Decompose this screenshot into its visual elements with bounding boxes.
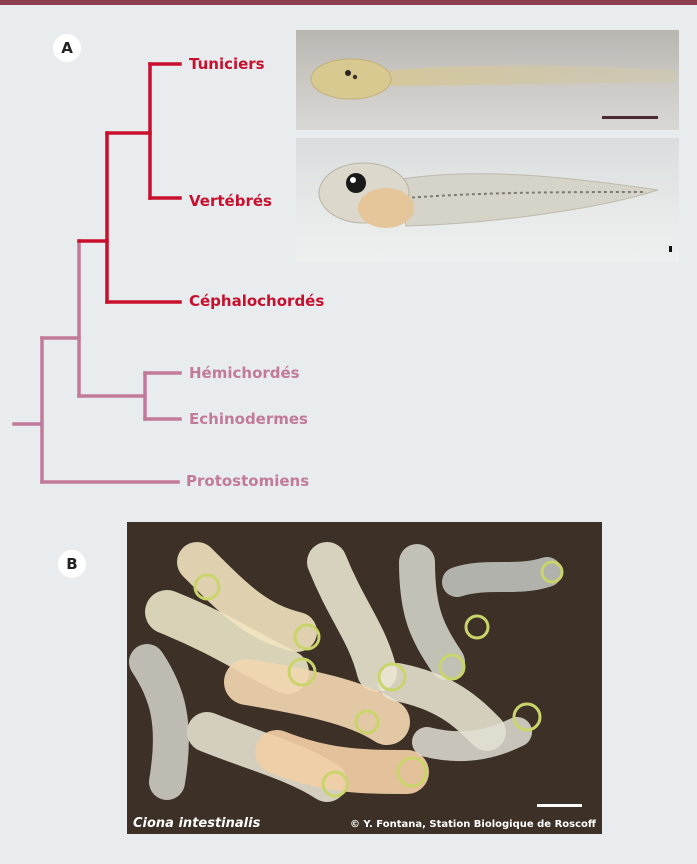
ciona-photo: Ciona intestinalis © Y. Fontana, Station…: [127, 522, 602, 834]
tadpole-image: [296, 138, 679, 262]
taxon-protostomiens: Protostomiens: [186, 472, 309, 490]
taxon-echinodermes: Echinodermes: [189, 410, 308, 428]
taxon-tuniciers: Tuniciers: [189, 55, 265, 73]
tunicate-larva-image: [296, 30, 679, 130]
ciona-scale-bar: [537, 804, 582, 807]
ciona-image: [127, 522, 602, 834]
taxon-vertebres: Vertébrés: [189, 192, 272, 210]
taxon-cephalochordes: Céphalochordés: [189, 292, 324, 310]
tadpole-photo: [296, 138, 679, 262]
tadpole-scale-bar: [669, 246, 672, 252]
photo-credit: © Y. Fontana, Station Biologique de Rosc…: [350, 819, 596, 830]
taxon-hemichordes: Hémichordés: [189, 364, 300, 382]
larva-scale-bar: [602, 116, 658, 119]
species-caption: Ciona intestinalis: [133, 816, 260, 831]
tunicate-larva-photo: [296, 30, 679, 130]
